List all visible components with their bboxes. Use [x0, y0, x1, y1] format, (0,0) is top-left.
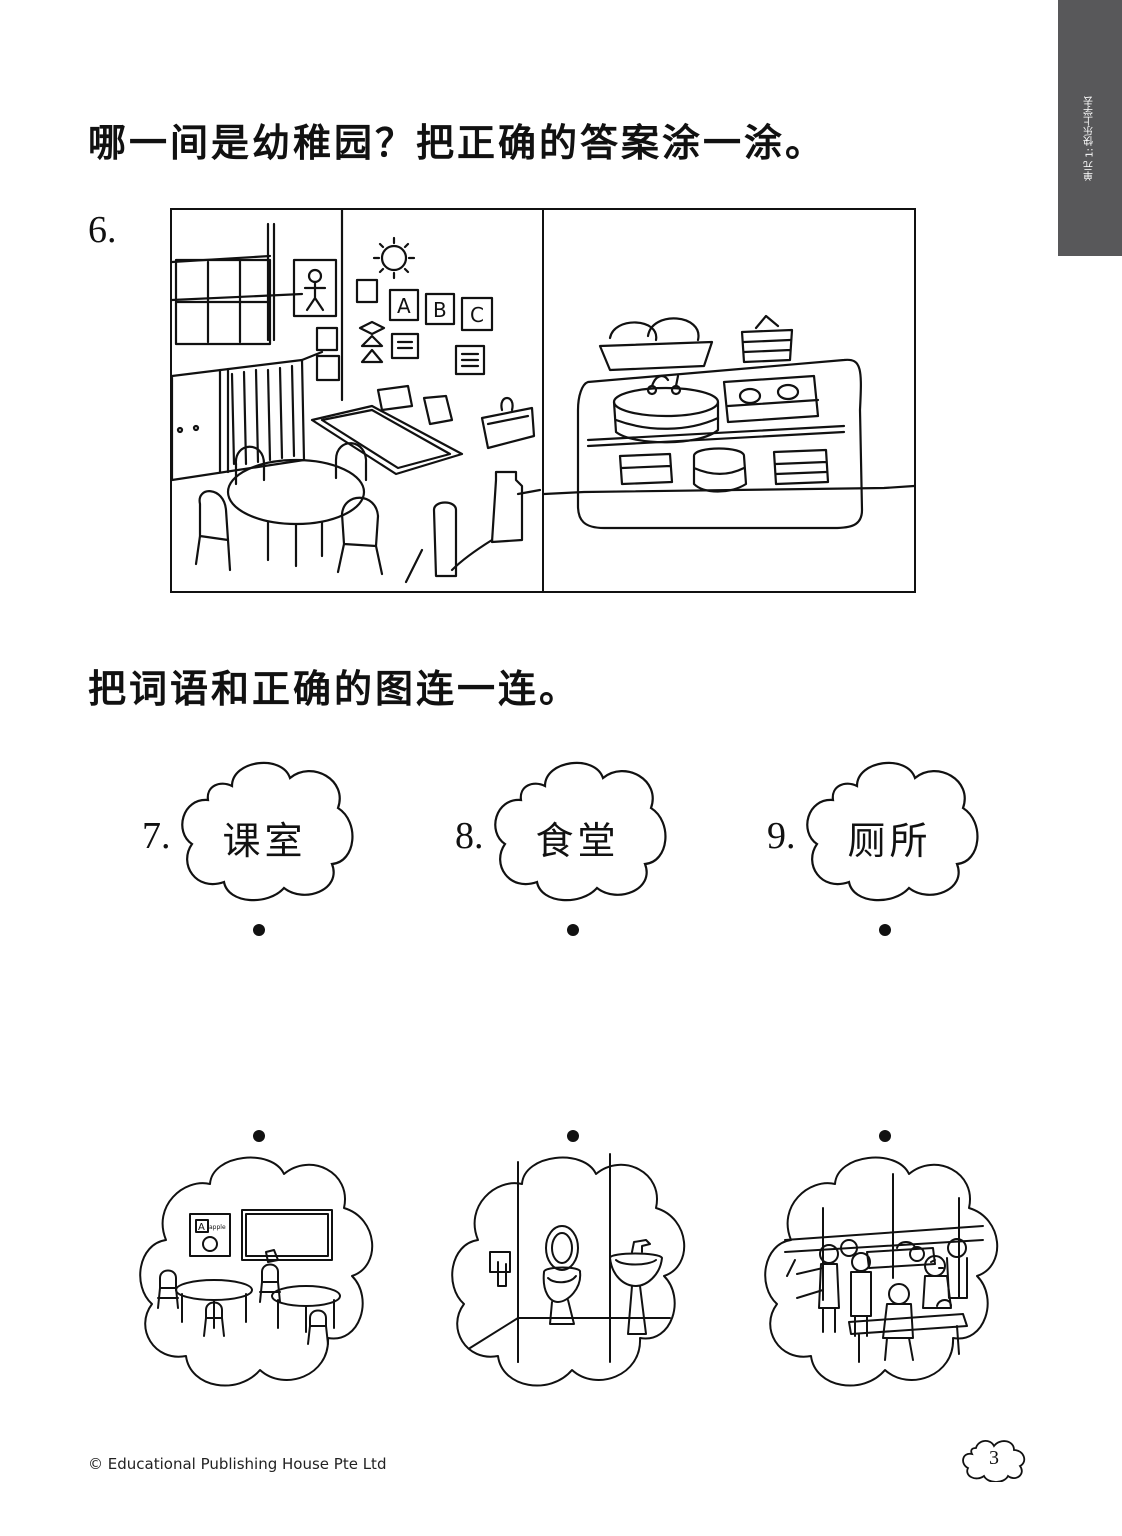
- item-8-number: 8.: [455, 815, 484, 857]
- dot-word-7[interactable]: [253, 924, 265, 936]
- canteen-picture[interactable]: [763, 1148, 1009, 1398]
- question-6-divider: [542, 208, 544, 593]
- letter-b: B: [433, 298, 447, 322]
- dot-picture-canteen[interactable]: [879, 1130, 891, 1142]
- kindergarten-option-picture[interactable]: A B C: [172, 210, 542, 591]
- letter-a: A: [397, 294, 411, 318]
- unit-number-label: 单元 1:: [1084, 148, 1096, 181]
- bakery-option-picture[interactable]: [544, 210, 914, 591]
- page-number: 3: [989, 1447, 999, 1469]
- copyright-notice: © Educational Publishing House Pte Ltd: [88, 1455, 387, 1473]
- dot-word-8[interactable]: [567, 924, 579, 936]
- cloud-badge-icon: [962, 1440, 1026, 1483]
- instruction-shade-answer: 哪一间是幼稚园？把正确的答案涂一涂。: [88, 121, 827, 165]
- toilet-picture[interactable]: [450, 1148, 696, 1398]
- word-item-8: 8. 食堂: [455, 752, 685, 902]
- classroom-picture[interactable]: A apple: [138, 1148, 384, 1398]
- cloud-frame-7: [181, 761, 354, 902]
- word-canteen: 食堂: [535, 819, 620, 863]
- word-item-7: 7. 课室: [142, 752, 372, 902]
- poster-letter: A: [198, 1222, 205, 1233]
- poster-word: apple: [209, 1224, 226, 1231]
- instruction-match-words: 把词语和正确的图连一连。: [88, 667, 581, 711]
- letter-c: C: [470, 303, 484, 327]
- word-toilet: 厕所: [847, 819, 932, 863]
- dot-picture-classroom[interactable]: [253, 1130, 265, 1142]
- dot-word-9[interactable]: [879, 924, 891, 936]
- unit-side-tab: [1058, 0, 1122, 256]
- word-item-9: 9. 厕所: [767, 752, 997, 902]
- word-classroom: 课室: [222, 819, 307, 863]
- page-number-badge: 3: [960, 1438, 1028, 1483]
- cloud-frame-9: [806, 761, 979, 902]
- unit-title-label: 快乐上学去: [1084, 96, 1096, 146]
- question-6-number: 6.: [88, 209, 117, 251]
- item-7-number: 7.: [142, 815, 171, 857]
- unit-side-tab-label: 单元 1: 快乐上学去: [1066, 96, 1114, 181]
- cloud-frame-8: [494, 761, 667, 902]
- dot-picture-toilet[interactable]: [567, 1130, 579, 1142]
- item-9-number: 9.: [767, 815, 796, 857]
